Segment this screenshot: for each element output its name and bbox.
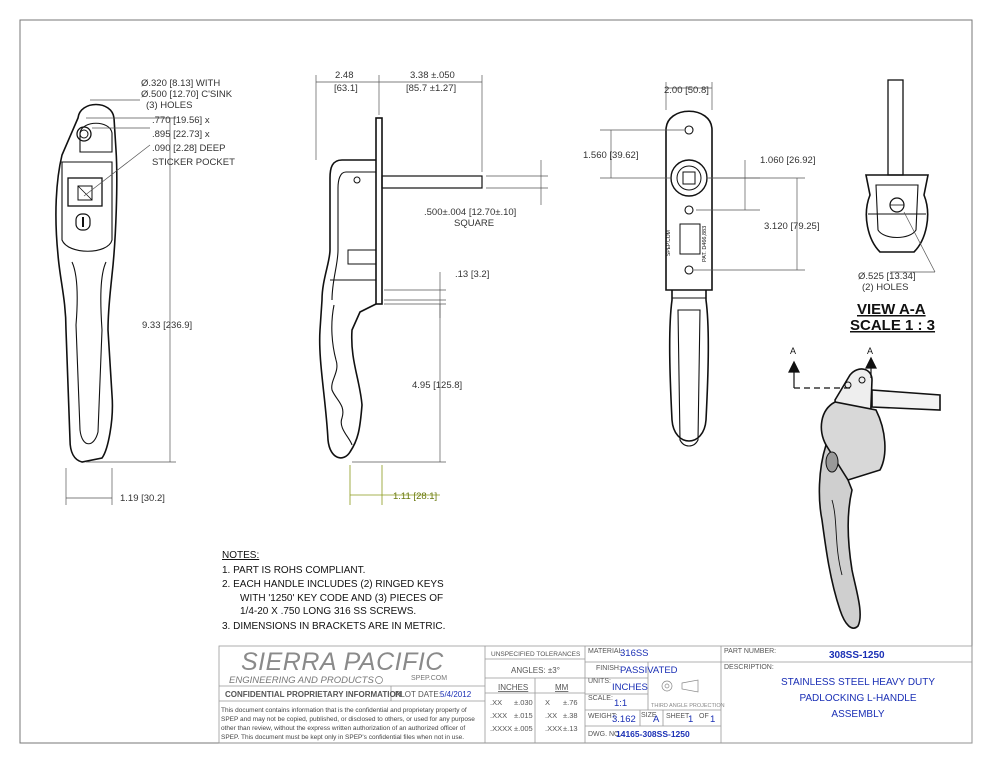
- view-title: VIEW A-A: [857, 301, 926, 318]
- dim-pocket-4: STICKER POCKET: [152, 157, 235, 168]
- section-label-left: A: [790, 346, 796, 356]
- dim-200: 2.00 [50.8]: [664, 85, 709, 96]
- projection-label: THIRD ANGLE PROJECTION: [651, 703, 725, 709]
- dim-pocket-1: .770 [19.56] x: [152, 115, 210, 126]
- note-1: 1. PART IS ROHS COMPLIANT.: [222, 565, 365, 576]
- dim-013: .13 [3.2]: [455, 269, 489, 280]
- projection-icon: [661, 679, 699, 693]
- company-subtitle: ENGINEERING AND PRODUCTS: [229, 675, 374, 686]
- tolerance-rows: .XX ±.030 X ±.76 .XXX ±.015 .XX ±.38 .XXXX±.005.…: [490, 698, 578, 733]
- front-view: [55, 103, 118, 463]
- weight-label: WEIGHT:: [588, 713, 617, 720]
- dim-square-1: .500±.004 [12.70±.10]: [424, 207, 516, 218]
- tol-inches-header: INCHES: [498, 683, 528, 692]
- view-scale: SCALE 1 : 3: [850, 317, 935, 334]
- isometric-view: [818, 368, 941, 629]
- disclaimer-2: SPEP and may not be copied, published, o…: [221, 716, 475, 723]
- company-website: SPEP.COM: [411, 675, 447, 682]
- part-number: 308SS-1250: [829, 650, 885, 661]
- dwg-number: 14165-308SS-1250: [616, 729, 690, 739]
- dim-1560: 1.560 [39.62]: [583, 150, 638, 161]
- dim-square-2: SQUARE: [454, 218, 494, 229]
- tolerance-cell: .XX: [545, 711, 557, 720]
- dim-248: 2.48: [335, 70, 354, 81]
- tolerance-cell: ±.38: [563, 711, 578, 720]
- description-label: DESCRIPTION:: [724, 664, 774, 671]
- dim-pocket-3: .090 [2.28] DEEP: [152, 143, 225, 154]
- units-value: INCHES: [612, 682, 648, 693]
- tolerance-angles: ANGLES: ±3°: [511, 666, 560, 675]
- material-label: MATERIAL:: [588, 648, 624, 655]
- tolerance-cell: X: [545, 698, 550, 707]
- spep-mark: SPEP.COM: [666, 230, 672, 256]
- tolerance-cell: .XXX: [545, 724, 562, 733]
- dim-338: 3.38 ±.050: [410, 70, 455, 81]
- back-view: [665, 110, 713, 447]
- material-value: 316SS: [620, 648, 649, 659]
- dim-hole-dia: Ø.320 [8.13] WITH: [141, 78, 220, 89]
- section-view: [865, 79, 929, 253]
- dim-1060: 1.060 [26.92]: [760, 155, 815, 166]
- dim-hole525: Ø.525 [13.34]: [858, 271, 916, 282]
- scale-label: SCALE:: [588, 695, 613, 702]
- disclaimer-1: This document contains information that …: [221, 707, 467, 714]
- note-2a: 2. EACH HANDLE INCLUDES (2) RINGED KEYS: [222, 579, 444, 590]
- dim-3120: 3.120 [79.25]: [764, 221, 819, 232]
- dim-pocket-2: .895 [22.73] x: [152, 129, 210, 140]
- company-name: SIERRA PACIFIC: [241, 648, 444, 676]
- scale-value: 1:1: [614, 698, 627, 709]
- disclaimer-4: SPEP. This document must be kept only in…: [221, 734, 464, 741]
- dim-height-total: 9.33 [236.9]: [142, 320, 192, 331]
- tolerances-header: UNSPECIFIED TOLERANCES: [491, 651, 581, 658]
- dim-111: 1.11 [28.1]: [393, 491, 437, 502]
- tolerance-cell: ±.030: [514, 698, 533, 707]
- tol-mm-header: MM: [555, 683, 569, 692]
- finish-value: PASSIVATED: [620, 665, 678, 676]
- dim-holes3: (3) HOLES: [146, 100, 192, 111]
- plot-date: 5/4/2012: [440, 690, 472, 699]
- dim-holes2: (2) HOLES: [862, 282, 908, 293]
- side-view: [318, 117, 483, 459]
- confidential-label: CONFIDENTIAL PROPRIETARY INFORMATION: [225, 690, 402, 699]
- tolerance-cell: .XXXX: [490, 724, 512, 733]
- dwg-label: DWG. NO.: [588, 731, 621, 738]
- tolerance-cell: .XX: [490, 698, 502, 707]
- description-line-1: STAINLESS STEEL HEAVY DUTY: [781, 677, 935, 688]
- of-label: OF: [699, 713, 709, 720]
- note-3: 3. DIMENSIONS IN BRACKETS ARE IN METRIC.: [222, 621, 445, 632]
- tolerance-cell: ±.005: [514, 724, 533, 733]
- dim-495: 4.95 [125.8]: [412, 380, 462, 391]
- notes-block: NOTES: 1. PART IS ROHS COMPLIANT. 2. EAC…: [222, 550, 445, 632]
- dim-338-metric: [85.7 ±1.27]: [406, 83, 456, 94]
- note-2c: 1/4-20 X .750 LONG 316 SS SCREWS.: [240, 606, 416, 617]
- part-label: PART NUMBER:: [724, 648, 776, 655]
- tolerance-cell: ±.015: [514, 711, 533, 720]
- dim-248-metric: [63.1]: [334, 83, 358, 94]
- note-2b: WITH '1250' KEY CODE AND (3) PIECES OF: [240, 593, 443, 604]
- sheet-label: SHEET: [666, 713, 690, 720]
- of-value: 1: [710, 714, 715, 725]
- weight-value: 3.162: [612, 714, 636, 725]
- tolerance-cell: .XXX: [490, 711, 507, 720]
- dim-csink: Ø.500 [12.70] C'SINK: [141, 89, 233, 100]
- description-line-2: PADLOCKING L-HANDLE: [799, 693, 916, 704]
- dim-width-front: 1.19 [30.2]: [120, 493, 165, 504]
- section-label-right: A: [867, 346, 873, 356]
- notes-heading: NOTES:: [222, 550, 259, 561]
- tolerance-cell: ±.13: [563, 724, 578, 733]
- patent-text: PAT. D466,883: [702, 226, 708, 262]
- plot-date-label: PLOT DATE:: [395, 690, 441, 699]
- size-label: SIZE: [641, 712, 657, 719]
- description-line-3: ASSEMBLY: [831, 709, 884, 720]
- units-label: UNITS:: [588, 678, 611, 685]
- size-value: A: [653, 714, 660, 725]
- finish-label: FINISH:: [596, 665, 621, 672]
- tolerance-cell: ±.76: [563, 698, 578, 707]
- disclaimer-3: other than review, without the express w…: [221, 725, 465, 732]
- registered-icon: [375, 676, 383, 684]
- title-block: [218, 645, 973, 744]
- sheet-value: 1: [688, 714, 693, 725]
